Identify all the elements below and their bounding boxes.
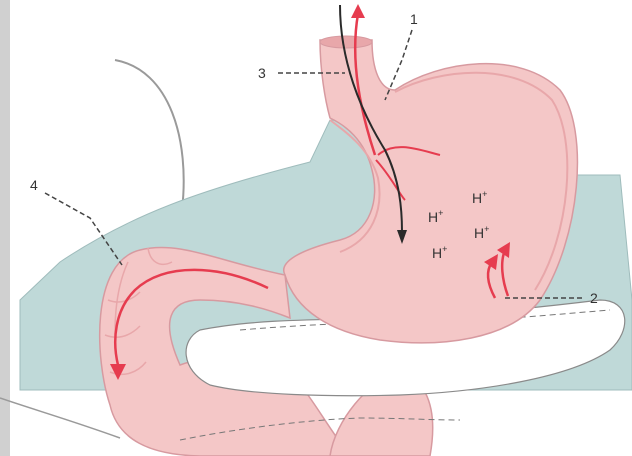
left-outline [0, 398, 120, 438]
thin-curve-line [115, 60, 184, 210]
callout-3: 3 [258, 65, 266, 81]
esophagus-opening [320, 36, 372, 48]
callout-2: 2 [590, 290, 598, 306]
callout-4: 4 [30, 177, 38, 193]
left-edge-shade [0, 0, 10, 456]
reflux-arrowhead [351, 4, 365, 18]
callout-1: 1 [410, 11, 418, 27]
